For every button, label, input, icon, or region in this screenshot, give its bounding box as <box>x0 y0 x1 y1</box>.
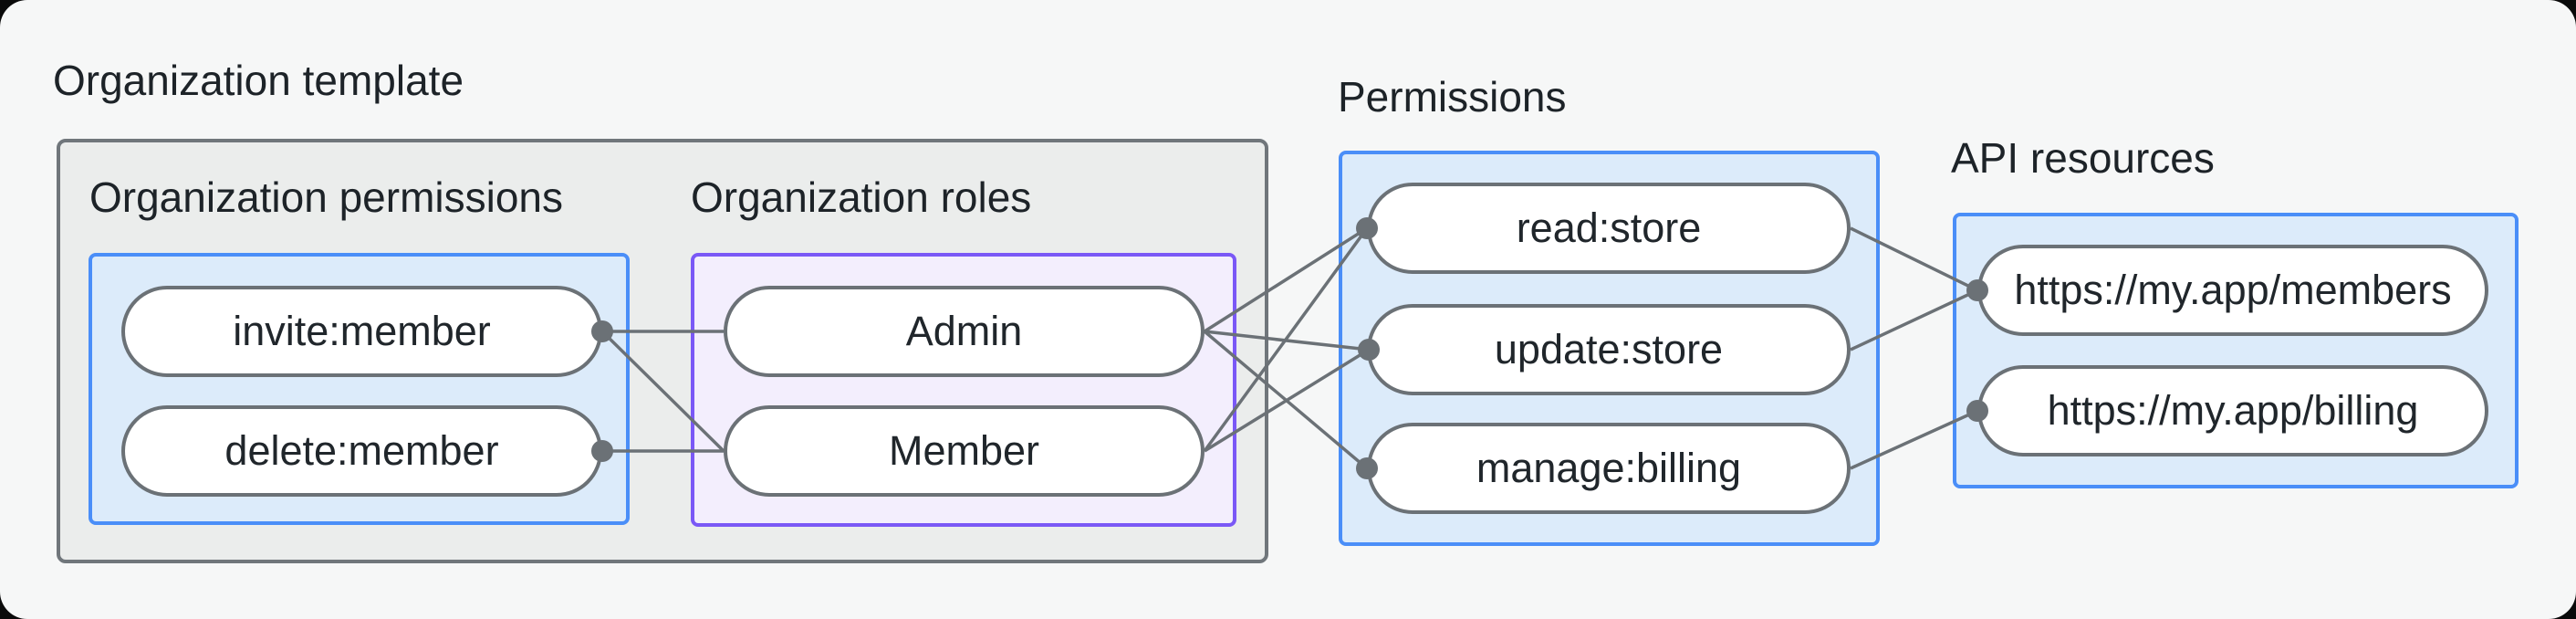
organization-permissions-label: Organization permissions <box>89 173 564 221</box>
organization-template-title: Organization template <box>53 57 464 104</box>
api-resources-label: API resources <box>1951 134 2215 182</box>
node-admin: Admin <box>724 286 1205 377</box>
node-member: Member <box>724 405 1205 497</box>
node-manage-billing: manage:billing <box>1367 423 1851 514</box>
node-delete-member: delete:member <box>121 405 602 497</box>
organization-roles-label: Organization roles <box>691 173 1032 221</box>
node-api-members: https://my.app/members <box>1977 245 2488 336</box>
node-update-store: update:store <box>1367 304 1851 395</box>
node-read-store: read:store <box>1367 183 1851 274</box>
permissions-label: Permissions <box>1338 73 1567 121</box>
node-api-billing: https://my.app/billing <box>1977 365 2488 456</box>
node-invite-member: invite:member <box>121 286 602 377</box>
